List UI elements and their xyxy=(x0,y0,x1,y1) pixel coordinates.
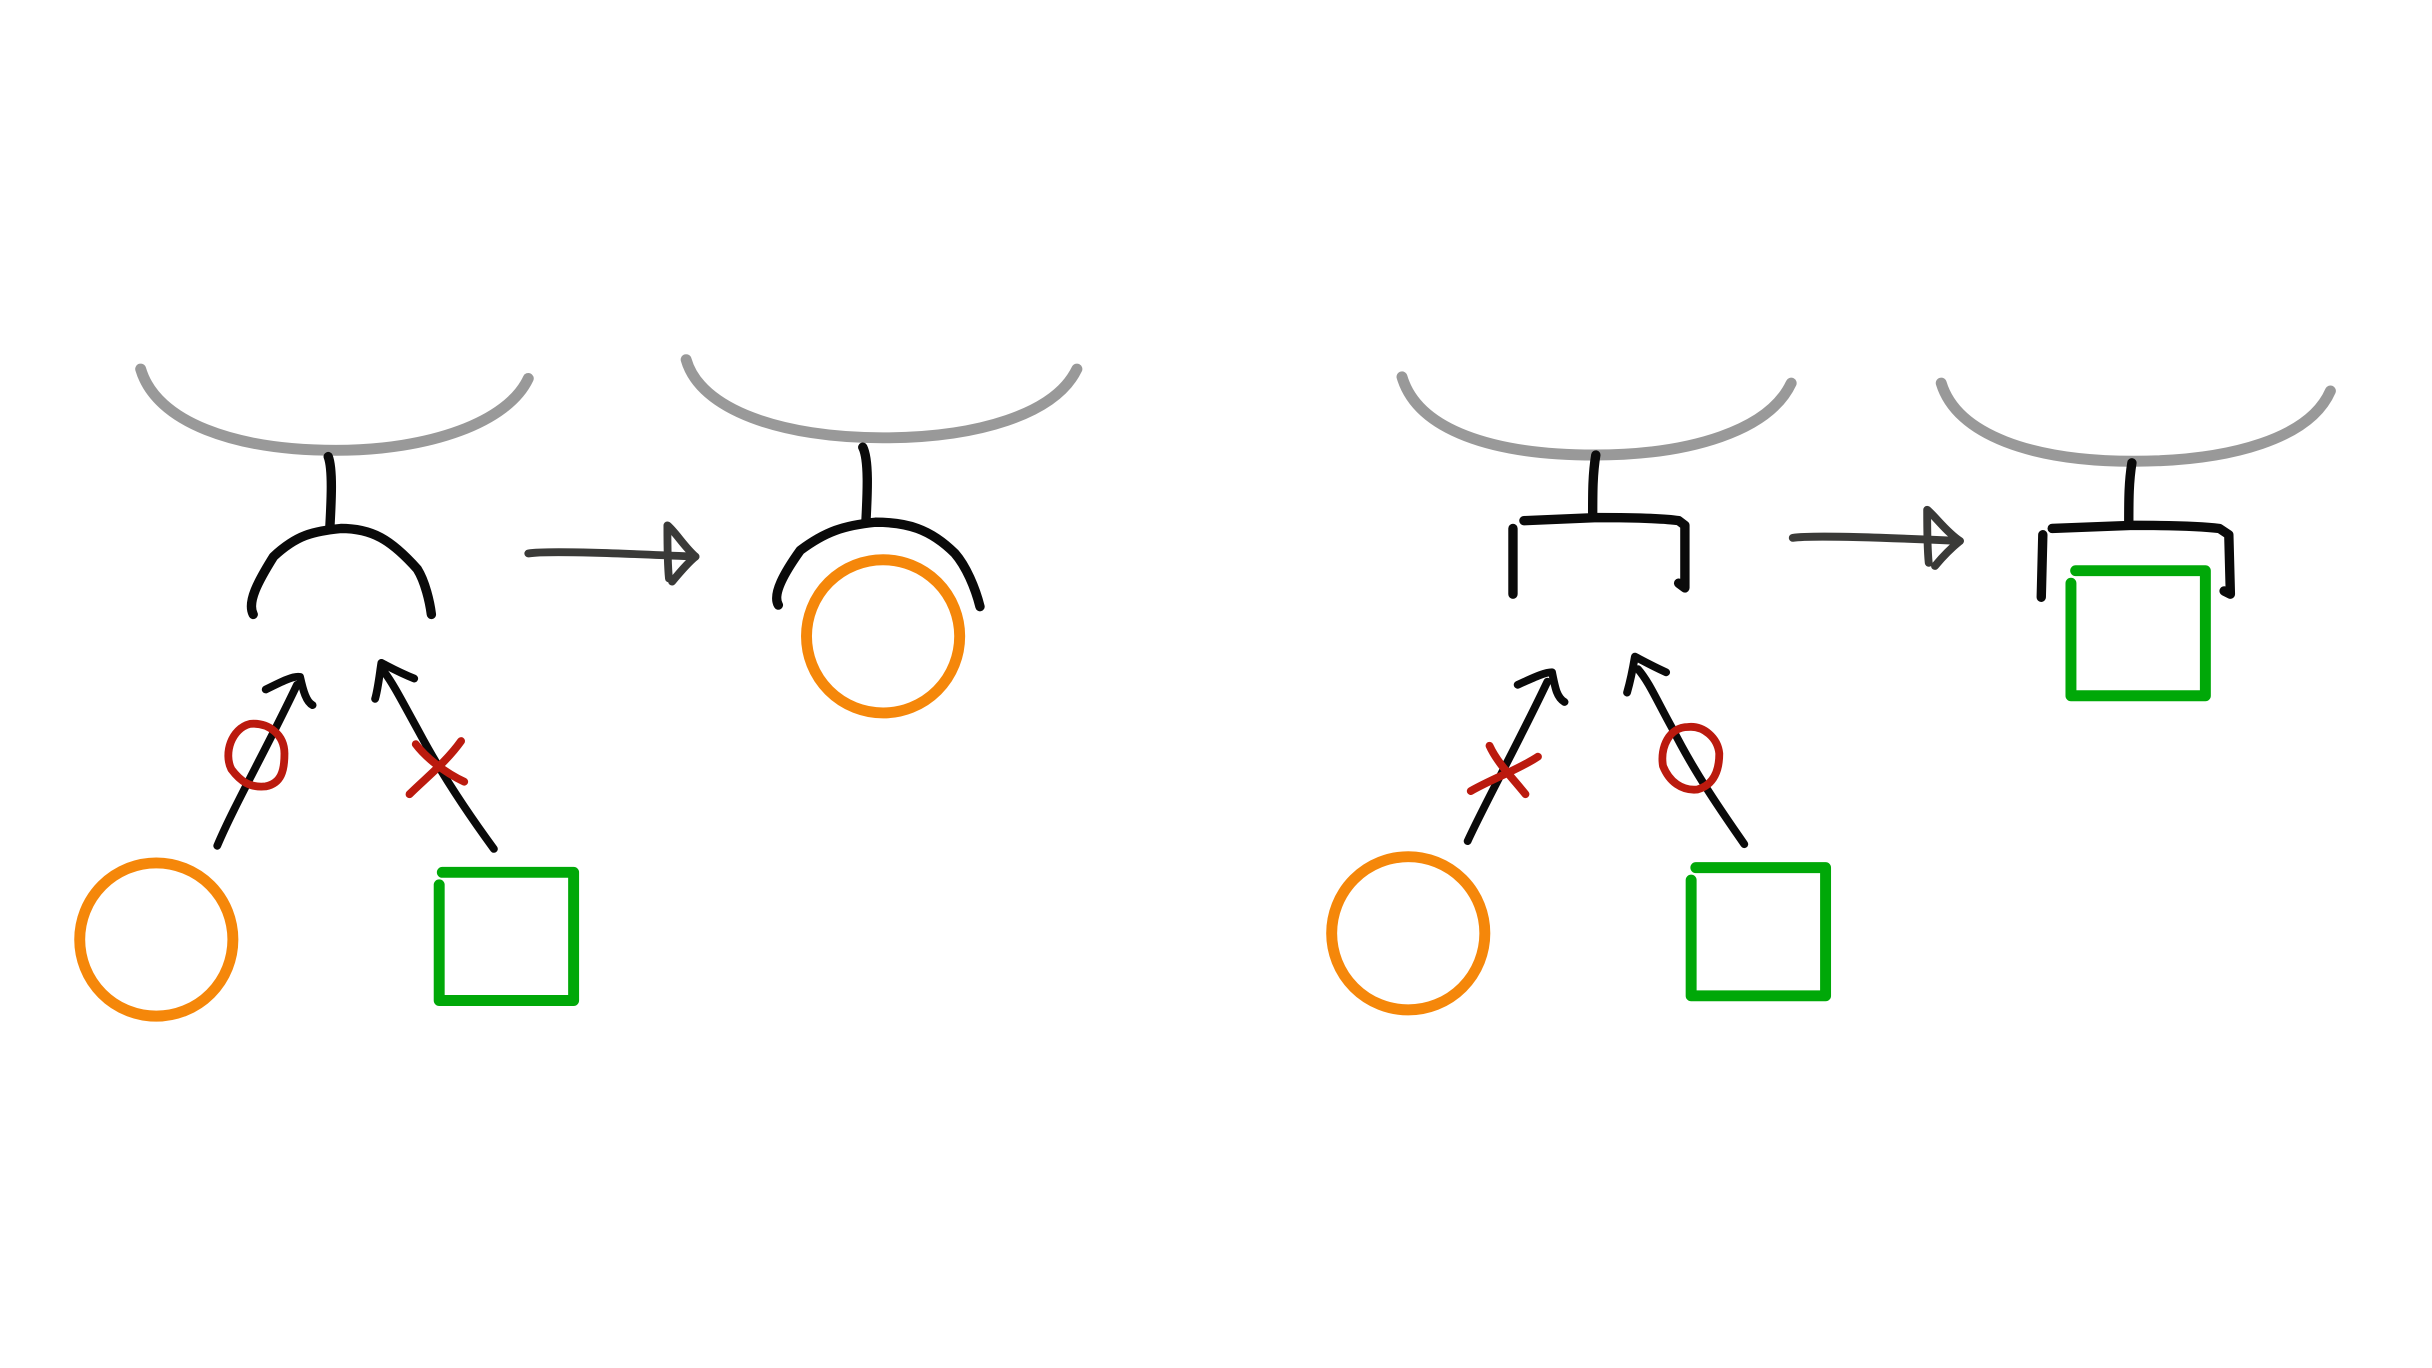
cross-mark-icon xyxy=(405,737,469,799)
square-ligand-icon xyxy=(2065,565,2211,702)
circle-mark-icon xyxy=(1658,723,1724,794)
square-before-group xyxy=(1326,371,1832,1016)
bracket-receptor-icon xyxy=(2036,458,2236,602)
curved-before-group xyxy=(74,363,580,1022)
cup-receptor-icon xyxy=(246,451,437,620)
right-arrow-icon xyxy=(524,521,700,586)
square-receptor-panel xyxy=(1326,371,2336,1016)
circle-ligand-path xyxy=(213,672,317,850)
square-ligand-path xyxy=(371,658,498,853)
circle-mark-icon xyxy=(224,719,289,791)
square-ligand-path xyxy=(1623,652,1749,849)
membrane-line xyxy=(1935,377,2336,467)
right-arrow-icon xyxy=(1788,505,1964,570)
arrow-shaft xyxy=(213,680,301,850)
arrow-head-icon xyxy=(1513,668,1569,706)
circle-ligand-icon xyxy=(801,554,966,719)
membrane-line xyxy=(1396,371,1797,461)
cross-mark-icon xyxy=(1466,741,1542,799)
membrane-line xyxy=(680,354,1083,444)
arrow-shaft xyxy=(1634,665,1749,849)
square-ligand-icon xyxy=(433,866,580,1006)
membrane-line xyxy=(135,363,534,456)
bracket-receptor-icon xyxy=(1508,450,1690,599)
arrow-head-icon xyxy=(261,672,317,710)
arrow-shaft xyxy=(380,668,498,853)
square-ligand-icon xyxy=(1685,862,1832,1002)
circle-ligand-icon xyxy=(74,857,239,1022)
curved-receptor-panel xyxy=(74,354,1083,1022)
arrow-head-icon xyxy=(371,658,419,703)
arrow-head-icon xyxy=(1623,652,1671,697)
curved-after-group xyxy=(680,354,1083,719)
square-after-group xyxy=(1935,377,2336,702)
cup-receptor-icon xyxy=(772,442,985,612)
circle-ligand-path xyxy=(1463,668,1569,845)
circle-ligand-icon xyxy=(1326,851,1491,1016)
